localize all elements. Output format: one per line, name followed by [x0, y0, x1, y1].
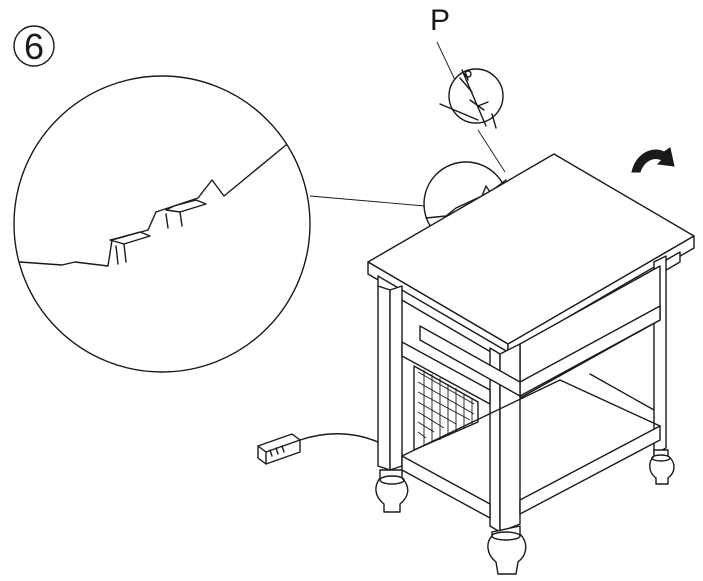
step-number: 6 [24, 26, 44, 67]
part-label: P [430, 4, 450, 37]
step-badge: 6 [13, 25, 55, 67]
foot-front-left [375, 469, 409, 513]
side-table [367, 153, 695, 575]
rotate-arrow-icon [631, 147, 675, 173]
detail-leader-line [309, 195, 426, 207]
power-adapter [257, 433, 387, 465]
detail-magnify-circle [13, 75, 311, 373]
screw-leader-line [477, 129, 506, 173]
foot-front-right [487, 525, 527, 575]
foot-back-right [649, 449, 675, 485]
screw-magnify-icon [439, 68, 504, 129]
part-leader-line [436, 41, 456, 81]
